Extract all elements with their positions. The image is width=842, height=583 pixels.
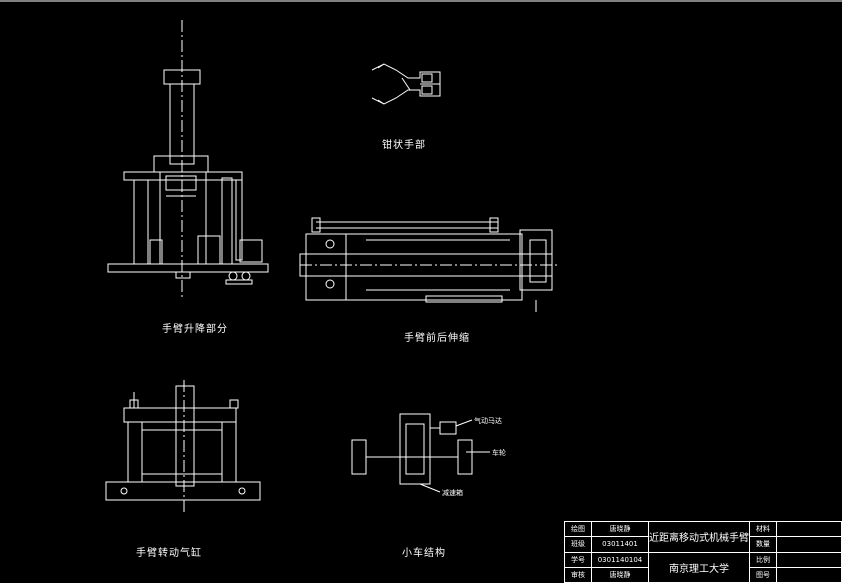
callout-motor: 气动马达 (474, 417, 502, 425)
tb-quantity-label: 数量 (749, 536, 777, 553)
tb-drawing-no-label: 图号 (749, 566, 777, 583)
label-cart: 小车结构 (402, 548, 446, 559)
extend-drawing (299, 217, 560, 312)
tb-school: 南京理工大学 (648, 551, 750, 583)
tb-scale-label: 比例 (749, 551, 777, 568)
callout-reducer: 减速箱 (442, 489, 463, 497)
label-gripper: 钳状手部 (382, 140, 426, 151)
tb-class-label: 班级 (564, 536, 592, 553)
label-lift: 手臂升降部分 (162, 324, 228, 335)
cylinder-drawing (105, 380, 261, 512)
tb-drawn-label: 绘图 (564, 520, 592, 538)
tb-drawing-no-value (776, 566, 842, 583)
tb-class-value: 03011401 (591, 536, 649, 553)
tb-drawn-name: 唐晓静 (591, 520, 649, 538)
tb-material-value (776, 520, 842, 538)
tb-quantity-value (776, 536, 842, 553)
tb-title: 近距离移动式机械手臂 (648, 521, 750, 553)
label-cylinder: 手臂转动气缸 (136, 548, 202, 559)
tb-scale-value (776, 551, 842, 568)
tb-id-value: 0301140104 (591, 551, 649, 568)
title-block: 绘图 唐晓静 近距离移动式机械手臂 材料 班级 03011401 数量 学号 0… (564, 520, 842, 583)
lift-drawing (107, 20, 269, 300)
tb-review-label: 审核 (564, 566, 592, 583)
tb-material-label: 材料 (749, 520, 777, 538)
callout-wheel: 车轮 (492, 449, 506, 457)
gripper-drawing (371, 63, 441, 105)
label-extend: 手臂前后伸缩 (404, 333, 470, 344)
tb-id-label: 学号 (564, 551, 592, 568)
cart-drawing (351, 413, 490, 493)
tb-review-name: 唐晓静 (591, 566, 649, 583)
